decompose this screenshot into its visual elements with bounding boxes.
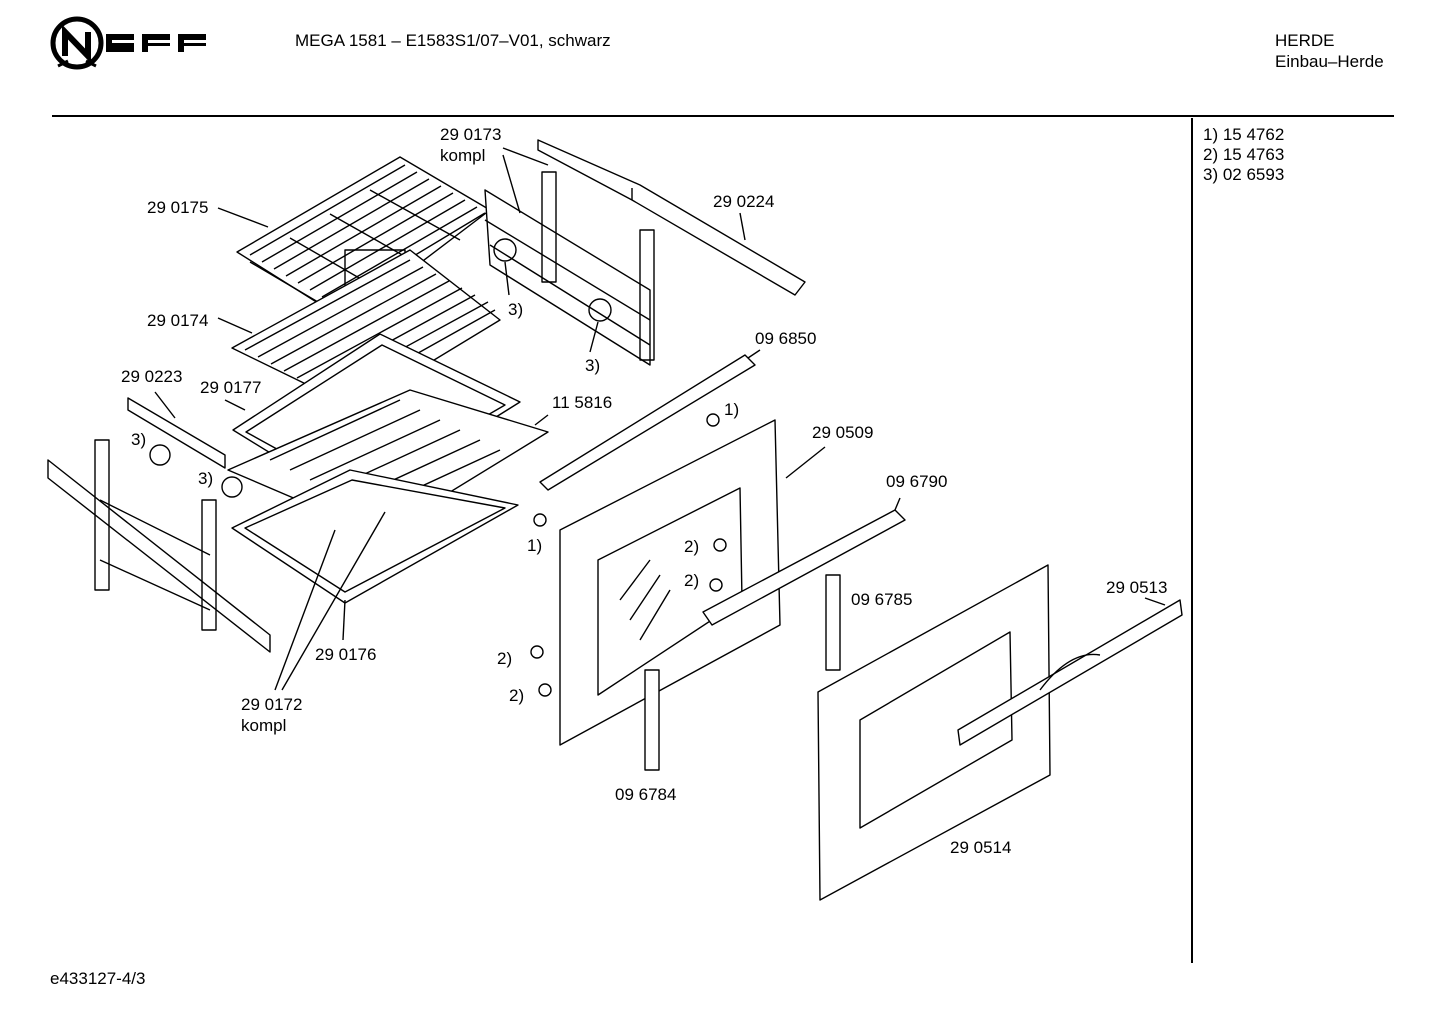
category-label: HERDE — [1275, 31, 1335, 50]
screw — [533, 513, 547, 527]
leader-line — [281, 511, 386, 691]
part-label: kompl — [241, 716, 287, 735]
rail-knob — [221, 476, 243, 498]
leader-line — [894, 497, 901, 511]
part-label: 09 6784 — [615, 785, 677, 804]
part-label: 09 6785 — [851, 590, 913, 609]
part-label: 09 6850 — [755, 329, 817, 348]
footnote-list: 1) 15 4762 2) 15 4763 3) 02 6593 — [1203, 125, 1284, 185]
callout: 2) — [509, 686, 525, 705]
part-label: 29 0224 — [713, 192, 775, 211]
leader-line — [502, 154, 521, 214]
callout: 1) — [527, 536, 543, 555]
model-title: MEGA 1581 – E1583S1/07–V01, schwarz — [295, 31, 611, 50]
telescopic-rail-right — [537, 139, 806, 296]
side-rail-right — [484, 171, 655, 366]
enamel-pan — [231, 469, 519, 604]
part-label: 09 6790 — [886, 472, 948, 491]
side-rail-left — [47, 439, 271, 653]
footnote-item: 1) 15 4762 — [1203, 125, 1285, 144]
door-strip — [702, 509, 906, 626]
leader-line — [217, 317, 253, 334]
footnote-item: 3) 02 6593 — [1203, 165, 1285, 184]
leader-line — [534, 414, 549, 426]
callout: 3) — [508, 300, 524, 319]
callout: 2) — [684, 537, 700, 556]
hinge-left — [644, 669, 660, 771]
leader-line — [589, 321, 599, 353]
part-label: 29 0223 — [121, 367, 183, 386]
telescopic-rail-left — [127, 397, 226, 469]
leader-line — [1144, 597, 1166, 606]
screw — [713, 538, 727, 552]
callout: 2) — [497, 649, 513, 668]
leader-line — [502, 147, 549, 166]
callout: 2) — [684, 571, 700, 590]
leader-line — [154, 391, 176, 419]
leader-line — [785, 446, 826, 479]
leader-line — [739, 212, 746, 241]
door-seal-rod — [539, 354, 756, 491]
leader-line — [342, 599, 346, 641]
part-label: 29 0172 — [241, 695, 303, 714]
part-label: 29 0514 — [950, 838, 1012, 857]
subcategory-label: Einbau–Herde — [1275, 52, 1384, 71]
door-handle — [957, 599, 1183, 746]
screw — [538, 683, 552, 697]
screw — [709, 578, 723, 592]
footnote-item: 2) 15 4763 — [1203, 145, 1285, 164]
callout: 3) — [585, 356, 601, 375]
part-label: 29 0177 — [200, 378, 262, 397]
leader-line — [217, 207, 269, 228]
footer-code: e433127-4/3 — [50, 969, 146, 988]
part-label: kompl — [440, 146, 486, 165]
screw — [706, 413, 720, 427]
callout: 3) — [198, 469, 214, 488]
leader-line — [274, 529, 336, 691]
neff-logo — [50, 16, 206, 70]
hinge-right — [825, 574, 841, 671]
outer-door-glass — [817, 564, 1051, 901]
part-label: 29 0176 — [315, 645, 377, 664]
screw — [530, 645, 544, 659]
part-label: 29 0513 — [1106, 578, 1168, 597]
rail-knob — [149, 444, 171, 466]
callout: 1) — [724, 400, 740, 419]
leader-line — [504, 261, 510, 296]
part-label: 29 0509 — [812, 423, 874, 442]
part-label: 29 0174 — [147, 311, 209, 330]
inner-door-frame — [559, 419, 781, 746]
part-label: 11 5816 — [552, 393, 613, 412]
part-label: 29 0175 — [147, 198, 209, 217]
callout: 3) — [131, 430, 147, 449]
part-label: 29 0173 — [440, 125, 502, 144]
leader-line — [747, 349, 761, 359]
leader-line — [224, 399, 246, 411]
